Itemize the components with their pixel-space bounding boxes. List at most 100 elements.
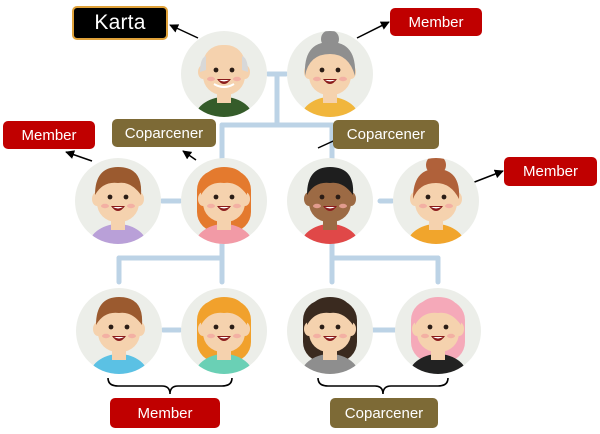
avatar-daughter-in-law-right (393, 158, 479, 244)
cheek (233, 203, 241, 209)
cheek (207, 333, 215, 339)
label-coparcener-daughter-left: Coparcener (112, 119, 216, 147)
cheek (233, 76, 241, 82)
cheek (101, 203, 109, 209)
eye (229, 67, 235, 73)
eye (335, 67, 341, 73)
label-member-grandchildren-left: Member (110, 398, 220, 428)
hair (415, 297, 462, 325)
avatar-granddaughter-3 (395, 288, 481, 374)
label-arrow (471, 169, 504, 184)
teeth (113, 207, 123, 209)
shirt (300, 354, 360, 374)
mustache (213, 83, 235, 88)
eye (335, 194, 341, 200)
eye (124, 324, 130, 330)
shirt (89, 354, 149, 374)
eye (229, 324, 235, 330)
cheek (339, 76, 347, 82)
teeth (114, 337, 124, 339)
label-member-grandmother: Member (390, 8, 482, 36)
hair (96, 297, 143, 325)
teeth (431, 207, 441, 209)
cheek (313, 76, 321, 82)
teeth (433, 337, 443, 339)
face (309, 172, 351, 222)
cheek (339, 203, 347, 209)
cheek (447, 333, 455, 339)
face (417, 302, 459, 352)
eye (229, 194, 235, 200)
shirt (406, 224, 466, 244)
label-coparcener-grandchildren-right: Coparcener (330, 398, 438, 428)
tree-lines (116, 71, 441, 333)
label-member-son-left: Member (3, 121, 95, 149)
shirt (88, 224, 148, 244)
eye (441, 194, 447, 200)
shirt (300, 97, 360, 117)
label-arrow (169, 24, 199, 39)
eye (123, 194, 129, 200)
eye (319, 67, 325, 73)
eye (108, 324, 114, 330)
avatar-son-right (287, 158, 373, 244)
hair-side (200, 56, 206, 72)
hair (307, 167, 354, 195)
label-arrow (182, 150, 197, 161)
cheek (313, 203, 321, 209)
shirt (194, 224, 254, 244)
avatar-grandmother (287, 31, 373, 117)
eye (319, 194, 325, 200)
label-member-daughter-in-law-right: Member (504, 157, 597, 186)
eye (213, 67, 219, 73)
hair (201, 297, 248, 325)
face (203, 172, 245, 222)
label-coparcener-son-right: Coparcener (333, 120, 439, 149)
hair (307, 297, 354, 325)
cheek (445, 203, 453, 209)
eye (107, 194, 113, 200)
eye (427, 324, 433, 330)
brace-right (317, 377, 449, 395)
cheek (102, 333, 110, 339)
avatar-grandson-1 (76, 288, 162, 374)
cheek (128, 333, 136, 339)
teeth (219, 80, 229, 82)
face (309, 45, 351, 95)
avatar-granddaughter-1 (181, 288, 267, 374)
face (97, 172, 139, 222)
label-karta: Karta (72, 6, 168, 40)
avatar-granddaughter-2 (287, 288, 373, 374)
hair (201, 167, 248, 195)
cheek (419, 203, 427, 209)
eye (335, 324, 341, 330)
cheek (421, 333, 429, 339)
face (203, 45, 245, 95)
eye (425, 194, 431, 200)
teeth (325, 207, 335, 209)
teeth (219, 337, 229, 339)
cheek (339, 333, 347, 339)
brace-left (107, 377, 233, 395)
eye (213, 324, 219, 330)
face (203, 302, 245, 352)
eye (213, 194, 219, 200)
cheek (313, 333, 321, 339)
label-arrow (65, 150, 93, 162)
hair (304, 42, 356, 76)
label-arrow (356, 21, 390, 39)
avatar-daughter-left (181, 158, 267, 244)
shirt (194, 97, 254, 117)
avatar-grandfather (181, 31, 267, 117)
eye (319, 324, 325, 330)
cheek (233, 333, 241, 339)
avatar-son-left (75, 158, 161, 244)
cheek (127, 203, 135, 209)
shirt (194, 354, 254, 374)
face (309, 302, 351, 352)
teeth (219, 207, 229, 209)
cheek (207, 76, 215, 82)
cheek (207, 203, 215, 209)
